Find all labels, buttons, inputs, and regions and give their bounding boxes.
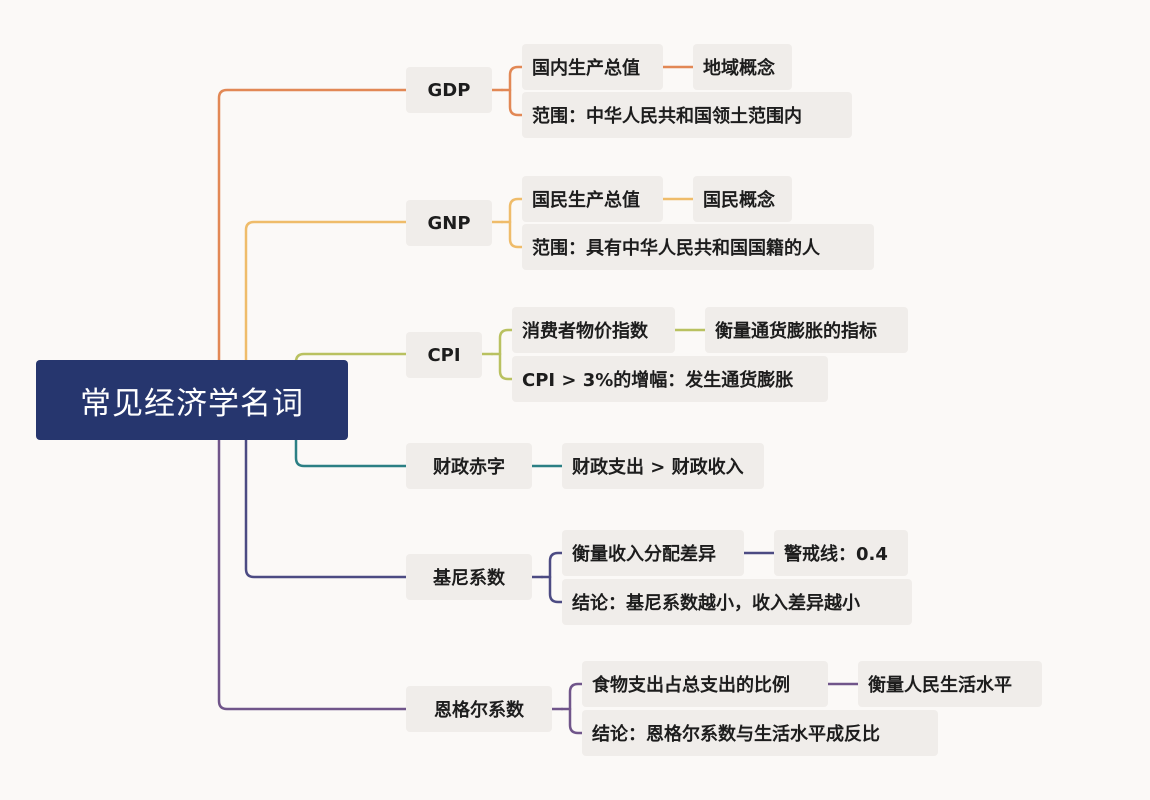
root-title: 常见经济学名词 (80, 385, 304, 422)
branch-cpi[interactable]: CPI (406, 332, 482, 378)
gini-warning-line[interactable]: 警戒线：0.4 (774, 530, 908, 576)
link-gdp-children-fork (508, 65, 524, 117)
branch-label: 恩格尔系数 (434, 700, 524, 721)
node-text: 衡量人民生活水平 (868, 675, 1012, 696)
branch-engel[interactable]: 恩格尔系数 (406, 686, 552, 732)
link-root-gdp (217, 88, 408, 362)
node-text: 食物支出占总支出的比例 (592, 675, 790, 696)
gnp-definition[interactable]: 国民生产总值 (522, 176, 663, 222)
branch-label: 财政赤字 (433, 457, 505, 478)
engel-definition[interactable]: 食物支出占总支出的比例 (582, 661, 828, 707)
branch-label: CPI (427, 344, 461, 366)
node-text: 结论：基尼系数越小，收入差异越小 (572, 593, 860, 614)
node-text: 国民生产总值 (532, 190, 640, 211)
branch-label: GDP (427, 79, 471, 101)
node-text: 结论：恩格尔系数与生活水平成反比 (592, 724, 880, 745)
branch-gini[interactable]: 基尼系数 (406, 554, 532, 600)
engel-measure[interactable]: 衡量人民生活水平 (858, 661, 1042, 707)
root-node[interactable]: 常见经济学名词 (36, 360, 348, 440)
cpi-definition[interactable]: 消费者物价指数 (512, 307, 675, 353)
node-text: 消费者物价指数 (522, 321, 648, 342)
branch-fiscal-deficit[interactable]: 财政赤字 (406, 443, 532, 489)
link-gini-children-fork (548, 551, 564, 604)
branch-label: GNP (427, 212, 471, 234)
node-text: 警戒线：0.4 (784, 544, 888, 565)
link-root-gnp (244, 220, 408, 362)
gnp-scope[interactable]: 范围：具有中华人民共和国国籍的人 (522, 224, 874, 270)
node-text: 国内生产总值 (532, 58, 640, 79)
gdp-definition[interactable]: 国内生产总值 (522, 44, 663, 90)
cpi-threshold[interactable]: CPI > 3%的增幅：发生通货膨胀 (512, 356, 828, 402)
gini-conclusion[interactable]: 结论：基尼系数越小，收入差异越小 (562, 579, 912, 625)
node-text: 范围：中华人民共和国领土范围内 (532, 106, 802, 127)
cpi-indicator[interactable]: 衡量通货膨胀的指标 (705, 307, 908, 353)
node-text: 衡量通货膨胀的指标 (715, 321, 877, 342)
link-root-engel (217, 438, 408, 711)
link-gnp-children-fork (508, 197, 524, 249)
link-root-gini (244, 438, 408, 579)
gdp-scope[interactable]: 范围：中华人民共和国领土范围内 (522, 92, 852, 138)
branch-label: 基尼系数 (433, 568, 505, 589)
link-cpi-children-fork (498, 328, 514, 381)
fiscal-deficit-definition[interactable]: 财政支出 > 财政收入 (562, 443, 764, 489)
link-engel-children-fork (568, 682, 584, 735)
node-text: 财政支出 > 财政收入 (572, 457, 744, 478)
branch-gdp[interactable]: GDP (406, 67, 492, 113)
gdp-concept[interactable]: 地域概念 (693, 44, 792, 90)
node-text: CPI > 3%的增幅：发生通货膨胀 (522, 370, 794, 391)
node-text: 范围：具有中华人民共和国国籍的人 (532, 238, 820, 259)
engel-conclusion[interactable]: 结论：恩格尔系数与生活水平成反比 (582, 710, 938, 756)
node-text: 衡量收入分配差异 (572, 544, 716, 565)
node-text: 地域概念 (703, 58, 775, 79)
branch-gnp[interactable]: GNP (406, 200, 492, 246)
gini-definition[interactable]: 衡量收入分配差异 (562, 530, 744, 576)
link-root-fiscal (294, 438, 408, 468)
gnp-concept[interactable]: 国民概念 (693, 176, 792, 222)
node-text: 国民概念 (703, 190, 775, 211)
